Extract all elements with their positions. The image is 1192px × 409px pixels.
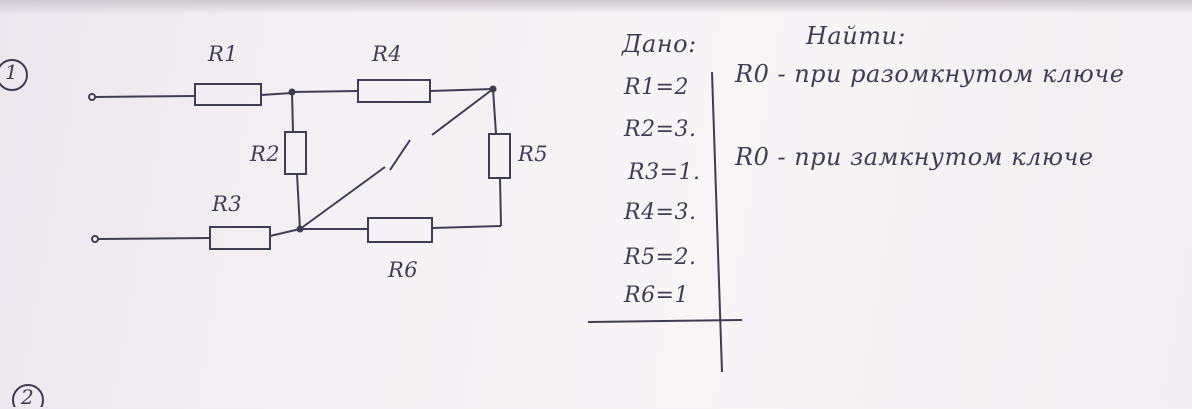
given-vertical-divider <box>711 71 723 373</box>
given-r6: R6=1 <box>624 283 689 308</box>
given-r1: R1=2 <box>624 75 689 100</box>
given-r3: R3=1. <box>628 160 701 185</box>
resistor-r5 <box>488 133 511 179</box>
wire-r3-node <box>269 228 301 237</box>
switch-lower <box>299 166 386 230</box>
wire-r5-down <box>499 177 502 227</box>
switch-blade <box>389 139 411 171</box>
find-item-closed: R0 - при замкнутом ключе <box>735 143 1094 171</box>
given-horizontal-divider <box>587 319 743 323</box>
resistor-r6 <box>367 217 433 243</box>
wire-r6-right <box>431 225 502 229</box>
wire-node-r2 <box>291 91 294 133</box>
paper-edge <box>0 0 1192 14</box>
label-r1: R1 <box>208 42 239 66</box>
wire-r4-right <box>429 88 494 92</box>
given-r4: R4=3. <box>624 200 697 225</box>
resistor-r3 <box>209 226 271 250</box>
find-heading: Найти: <box>806 22 906 50</box>
label-r6: R6 <box>388 258 419 282</box>
resistor-r2 <box>284 131 307 175</box>
label-r2: R2 <box>250 142 281 166</box>
problem-1-circle <box>0 59 28 91</box>
label-r5: R5 <box>518 142 549 166</box>
given-r2: R2=3. <box>624 117 697 142</box>
problem-number-2: 2 <box>21 385 35 409</box>
wire-r2-node <box>296 173 301 230</box>
wire-b-r5 <box>492 88 497 135</box>
given-heading: Дано: <box>622 30 697 58</box>
wire-node-r4 <box>291 90 359 93</box>
wire-r1-node <box>260 92 293 96</box>
label-r4: R4 <box>372 42 403 66</box>
wire-top-left <box>94 95 196 98</box>
problem-2-circle <box>12 384 44 407</box>
switch-upper <box>431 88 494 136</box>
wire-bottom-left <box>97 237 211 240</box>
find-item-open: R0 - при разомкнутом ключе <box>735 60 1125 88</box>
given-r5: R5=2. <box>624 245 697 270</box>
label-r3: R3 <box>212 192 243 216</box>
problem-number-1: 1 <box>5 60 19 84</box>
